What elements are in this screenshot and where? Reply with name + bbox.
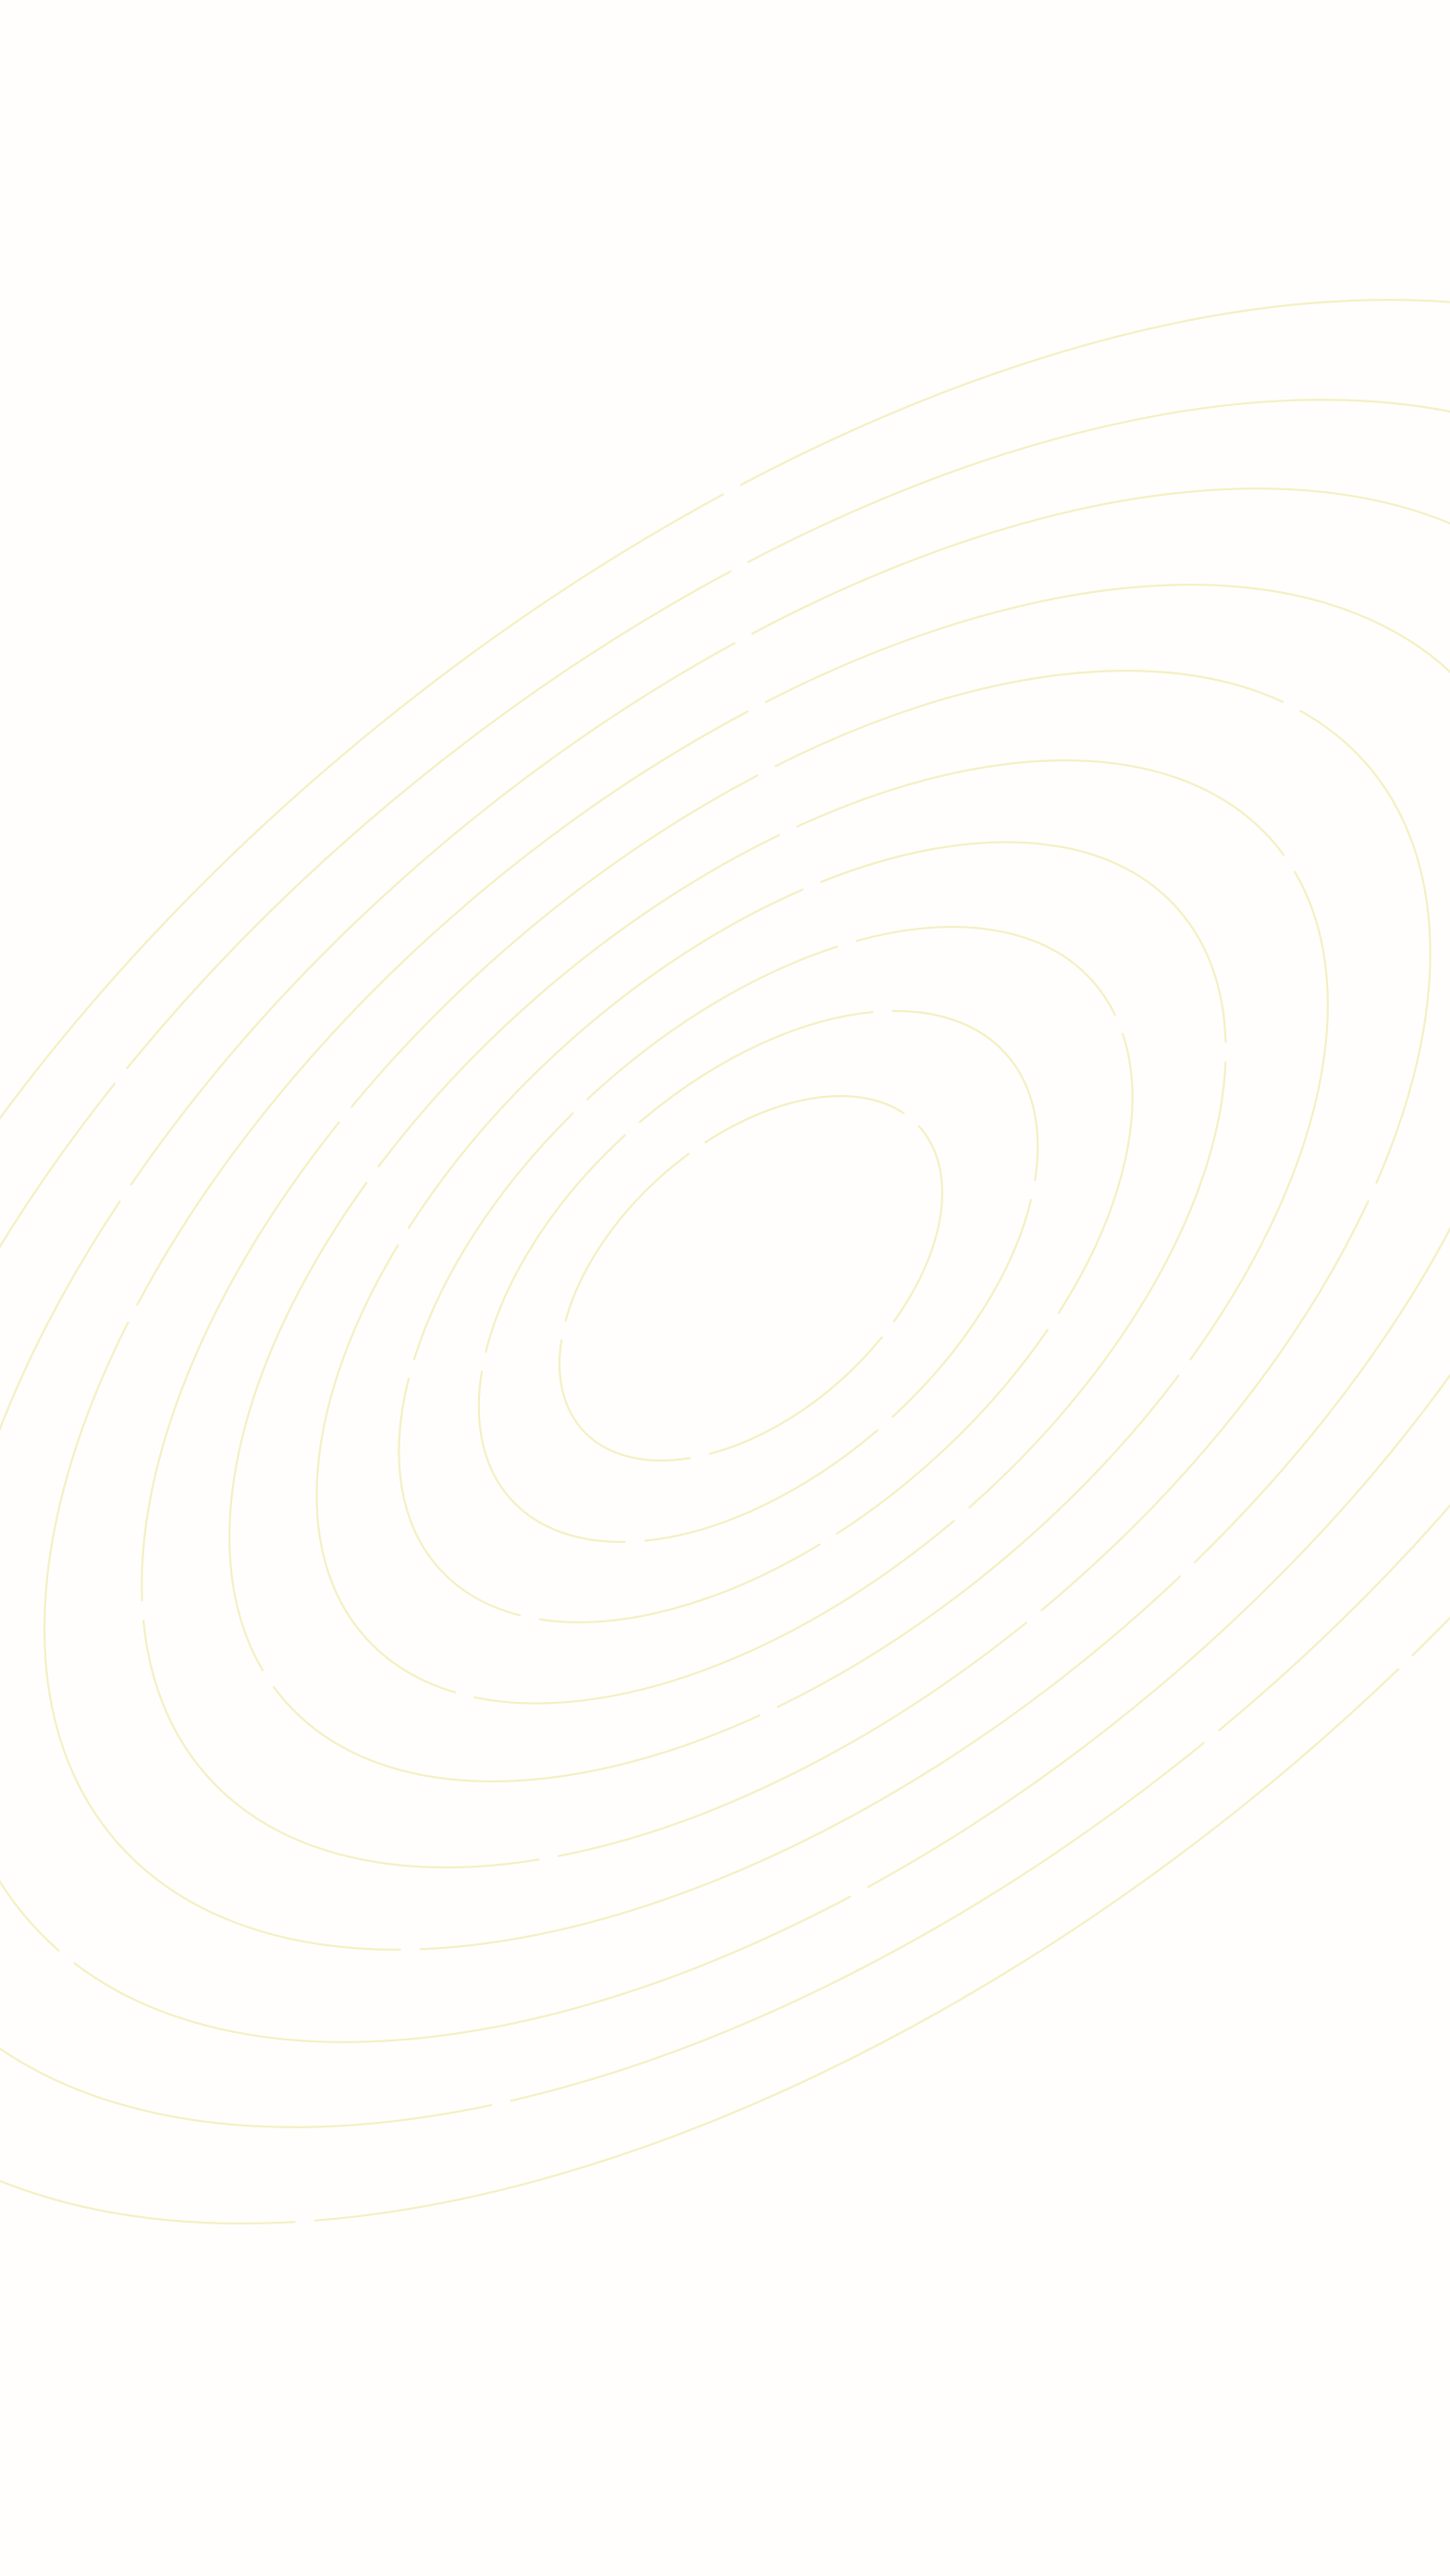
ring-1 <box>558 1094 944 1462</box>
ring-6 <box>141 670 1432 1868</box>
ring-3 <box>398 926 1134 1623</box>
ring-2 <box>477 1009 1039 1544</box>
ring-7 <box>43 584 1450 1951</box>
ring-8 <box>0 487 1450 2043</box>
ring-4 <box>315 841 1227 1705</box>
ring-9 <box>0 399 1450 2128</box>
ring-5 <box>228 758 1329 1783</box>
